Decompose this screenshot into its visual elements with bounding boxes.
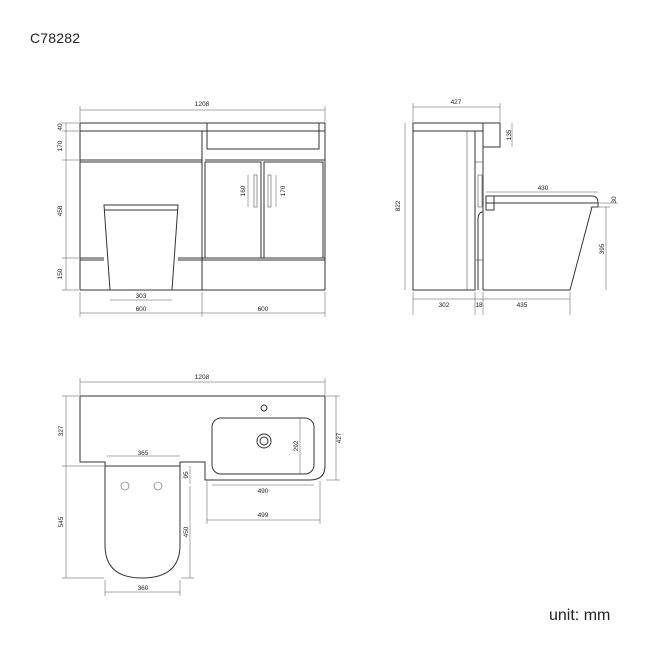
top-unit-outline [79,395,326,481]
dim-total-height: 822 [395,200,402,211]
dim-cabinet-depth: 302 [439,302,450,309]
drain-inner [259,436,269,446]
dim-front-width: 1208 [195,101,210,108]
dim-seat-thickness: 30 [611,196,618,204]
front-basin [206,122,320,150]
dim-gap: 18 [475,302,483,309]
top-basin [211,417,315,475]
dim-door-zone: 458 [57,205,64,216]
dim-pan-base: 303 [136,293,147,300]
side-view: 427 135 822 430 30 395 302 18 [395,99,618,315]
top-view: 1208 327 545 427 292 490 499 365 [58,374,343,596]
door-handle-right [267,174,272,208]
dim-pan-width: 360 [138,585,149,592]
dim-basin-outer-width: 499 [258,512,269,519]
dim-basin-inner-width: 490 [258,488,269,495]
dim-unit-depth: 327 [58,425,65,436]
dim-plinth: 150 [57,268,64,279]
dim-top-width: 1208 [195,374,210,381]
drain-outer [256,433,272,449]
tap-hole [260,404,268,412]
side-cabinet [412,130,476,291]
dim-handle-right: 170 [280,185,287,196]
dim-right-width: 600 [258,306,269,313]
unit-label: unit: mm [549,607,611,624]
front-toilet [103,204,179,291]
dim-cistern-offset: 95 [183,471,190,479]
side-toilet [483,195,599,291]
side-tap [482,122,501,148]
side-handle [477,174,483,208]
front-door-right [263,161,324,259]
dim-pan-top: 430 [538,185,549,192]
top-toilet-pan [104,465,181,579]
dim-pan-depth: 450 [183,526,190,537]
front-door-left [204,161,262,259]
dim-pan-height: 395 [599,243,606,254]
front-view: 1208 40 170 458 150 160 170 303 600 600 [57,101,326,317]
dim-pan-projection: 435 [517,302,528,309]
dim-pan-projection-top: 545 [58,516,65,527]
dim-worktop: 40 [57,123,64,131]
dim-handle-left: 160 [240,185,247,196]
dim-left-width: 600 [136,306,147,313]
dim-basin-depth: 427 [336,432,343,443]
product-code: C78282 [30,30,81,46]
dim-side-depth: 427 [451,99,462,106]
dim-tap-height: 135 [506,129,513,140]
door-handle-left [253,174,258,208]
dim-cistern-width: 365 [138,450,149,457]
front-worktop [79,122,326,132]
side-worktop [412,122,484,132]
dim-basin-inner-depth: 292 [293,440,300,451]
dim-basin-zone: 170 [57,140,64,151]
